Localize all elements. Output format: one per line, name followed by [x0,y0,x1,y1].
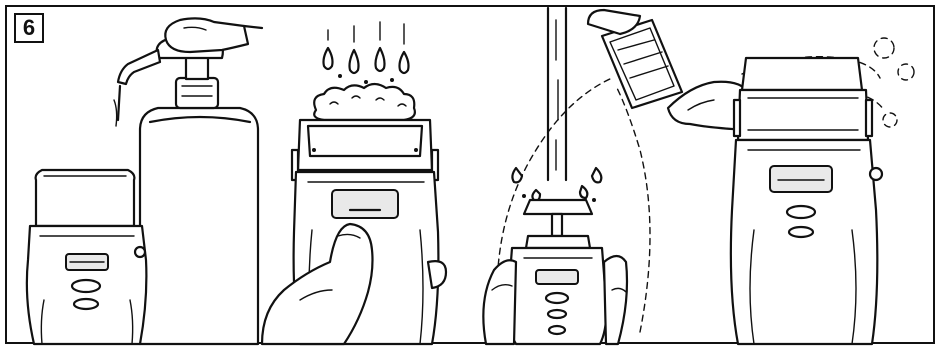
panel-apply-soap [27,18,262,344]
lather-foam [314,84,415,120]
shaver-icon [508,200,607,344]
panel-remove-and-rinse-foil [483,8,748,344]
water-drops-icon [324,22,409,84]
removed-foil-frame [588,10,748,130]
running-water-icon [512,8,601,202]
shaver-icon [27,170,147,344]
shaver-icon [731,58,882,344]
hand-pressing-pump [165,18,262,52]
panel-lather-and-rinse [262,22,446,344]
panel-reattach-foil [731,38,914,344]
